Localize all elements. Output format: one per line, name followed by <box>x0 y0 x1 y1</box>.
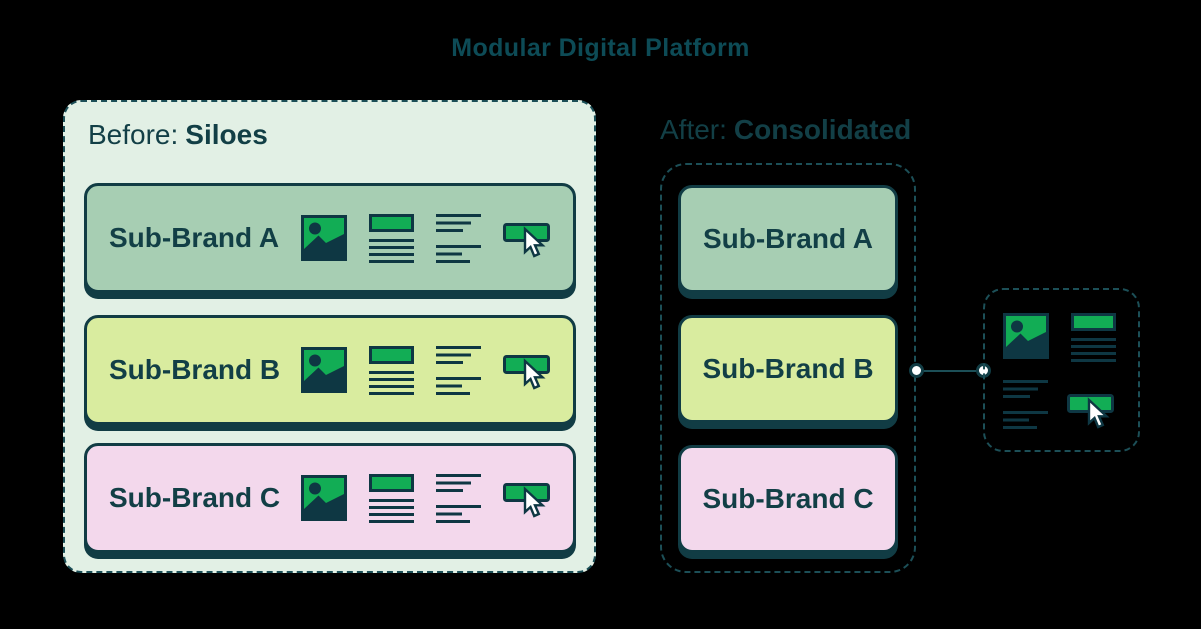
card-label: Sub-Brand B <box>702 353 874 384</box>
image-icon <box>301 347 347 393</box>
button-cursor-icon <box>503 355 550 390</box>
module-icon-row <box>301 213 551 263</box>
image-icon <box>301 475 347 521</box>
module-icon-row <box>301 473 551 523</box>
after-panel: Sub-Brand A Sub-Brand B Sub-Brand C <box>660 163 916 573</box>
card-label: Sub-Brand C <box>702 483 874 514</box>
text-block-icon <box>1071 313 1116 362</box>
module-icon-row <box>301 345 551 395</box>
text-lines-icon <box>1003 380 1048 429</box>
text-block-icon <box>369 473 414 523</box>
before-panel: Before:Siloes Sub-Brand A Sub-Brand B <box>63 100 596 573</box>
connector-dot-left <box>909 363 924 378</box>
card-label: Sub-Brand A <box>109 222 280 253</box>
after-heading-emphasis: Consolidated <box>733 114 912 145</box>
card-label: Sub-Brand B <box>109 354 281 385</box>
card-label: Sub-Brand A <box>702 223 874 254</box>
text-lines-icon <box>436 213 481 263</box>
after-card-sub-brand-a: Sub-Brand A <box>678 185 898 293</box>
text-block-icon <box>369 213 414 263</box>
text-lines-icon <box>436 473 481 523</box>
card-label: Sub-Brand C <box>109 482 281 513</box>
before-heading: Before:Siloes <box>88 119 268 151</box>
button-cursor-icon <box>1067 394 1114 429</box>
before-card-sub-brand-c: Sub-Brand C <box>84 443 576 553</box>
image-icon <box>301 215 347 261</box>
after-card-sub-brand-b: Sub-Brand B <box>678 315 898 423</box>
after-card-sub-brand-c: Sub-Brand C <box>678 445 898 553</box>
before-card-sub-brand-a: Sub-Brand A <box>84 183 576 293</box>
button-cursor-icon <box>503 223 550 258</box>
page-title: Modular Digital Platform <box>451 34 750 62</box>
after-heading: After:Consolidated <box>660 114 911 146</box>
text-lines-icon <box>436 345 481 395</box>
image-icon <box>1003 313 1049 359</box>
connector-line <box>916 370 983 372</box>
before-heading-emphasis: Siloes <box>185 119 268 150</box>
before-heading-prefix: Before: <box>88 119 179 150</box>
after-heading-prefix: After: <box>660 114 727 145</box>
button-cursor-icon <box>503 483 550 518</box>
before-card-sub-brand-b: Sub-Brand B <box>84 315 576 425</box>
text-block-icon <box>369 345 414 395</box>
module-detail-box <box>983 288 1140 452</box>
